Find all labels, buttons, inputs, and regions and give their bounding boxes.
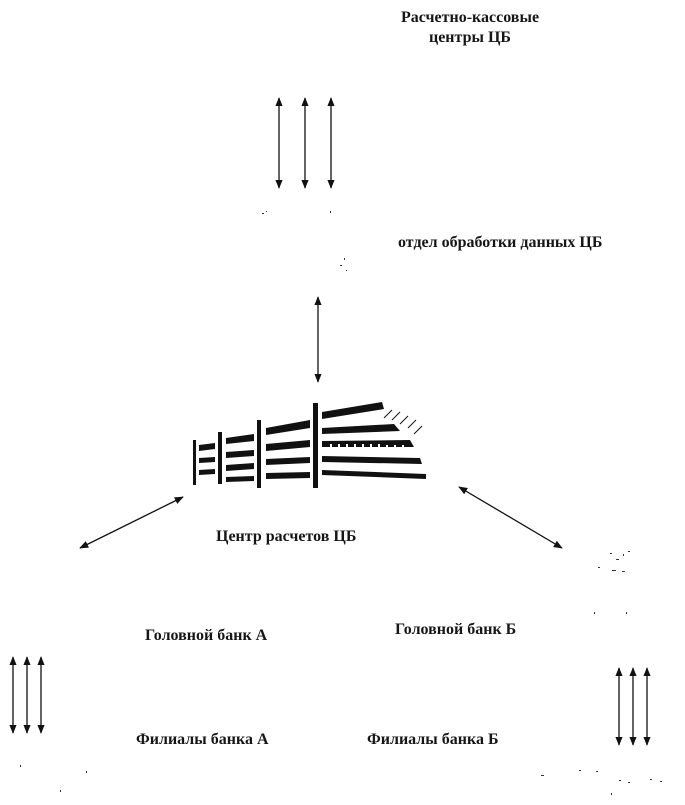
head-a-label: Головной банк А [145, 627, 268, 644]
building-icon [193, 402, 426, 488]
head-b-branches-b-arrows [615, 667, 651, 746]
rkc-processing-arrows [275, 97, 335, 189]
center-head-a-arrow [79, 496, 184, 549]
rkc-label-line2: центры ЦБ [428, 29, 511, 46]
head-a-branches-a-arrows [9, 656, 45, 734]
branches-b-label: Филиалы банка Б [367, 731, 499, 748]
head-b-label: Головной банк Б [395, 621, 517, 638]
rkc-label: Расчетно-кассовые центры ЦБ [370, 8, 570, 48]
branches-a-label: Филиалы банка А [136, 731, 269, 748]
rkc-label-line1: Расчетно-кассовые [400, 9, 540, 26]
scan-noise [20, 211, 662, 795]
processing-label: отдел обработки данных ЦБ [398, 234, 603, 251]
center-head-b-arrow [458, 486, 563, 549]
center-label: Центр расчетов ЦБ [216, 528, 357, 545]
